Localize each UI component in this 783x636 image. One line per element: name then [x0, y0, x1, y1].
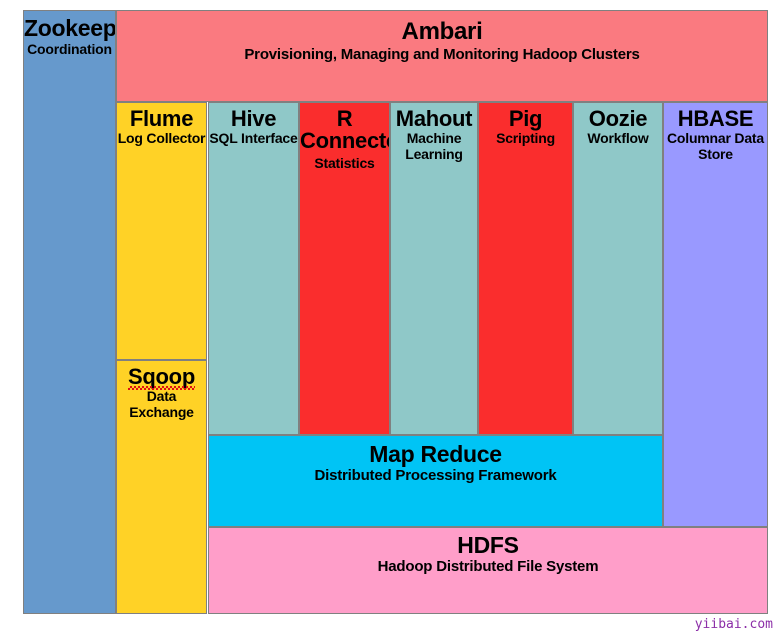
hive-title: Hive [230, 106, 277, 131]
ambari-title: Ambari [401, 18, 483, 45]
pig-description: Scripting [496, 130, 555, 147]
pig-title: Pig [508, 106, 543, 131]
oozie-title: Oozie [588, 106, 648, 131]
flume-title: Flume [129, 106, 194, 131]
r-connectors-description: Statistics [314, 154, 375, 171]
flume-description: Log Collector [117, 130, 206, 147]
mahout-title: Mahout [395, 106, 473, 131]
mahout-description: Machine Learning [405, 130, 463, 163]
hdfs-title: HDFS [457, 532, 519, 558]
mapreduce-title: Map Reduce [369, 441, 502, 467]
watermark: yiibai.com [694, 617, 773, 632]
zookeeper-title: Zookeeper [24, 15, 116, 41]
block-oozie: Oozie Workflow [573, 102, 663, 435]
block-hive: Hive SQL Interface [208, 102, 299, 435]
spellcheck-underline: Sqoop [128, 364, 195, 391]
block-pig: Pig Scripting [478, 102, 573, 435]
ambari-description: Provisioning, Managing and Monitoring Ha… [244, 46, 640, 64]
hbase-title: HBASE [677, 106, 754, 131]
block-r-connectors: R Connectors Statistics [299, 102, 390, 435]
mapreduce-description: Distributed Processing Framework [314, 467, 557, 485]
hive-description: SQL Interface [209, 130, 298, 147]
hbase-description: Columnar Data Store [667, 130, 764, 163]
hdfs-description: Hadoop Distributed File System [377, 558, 599, 576]
block-mahout: Mahout Machine Learning [390, 102, 478, 435]
sqoop-title: Sqoop [117, 364, 206, 391]
block-ambari: Ambari Provisioning, Managing and Monito… [116, 10, 768, 102]
block-hdfs: HDFS Hadoop Distributed File System [208, 527, 768, 614]
zookeeper-description: Coordination [27, 41, 112, 58]
block-zookeeper: Zookeeper Coordination [23, 10, 116, 614]
block-flume: Flume Log Collector [116, 102, 207, 360]
oozie-description: Workflow [587, 130, 649, 147]
block-hbase: HBASE Columnar Data Store [663, 102, 768, 527]
sqoop-description: Data Exchange [129, 388, 194, 421]
block-mapreduce: Map Reduce Distributed Processing Framew… [208, 435, 663, 527]
block-sqoop: Sqoop Data Exchange [116, 360, 207, 614]
r-connectors-title: R Connectors [300, 106, 389, 154]
